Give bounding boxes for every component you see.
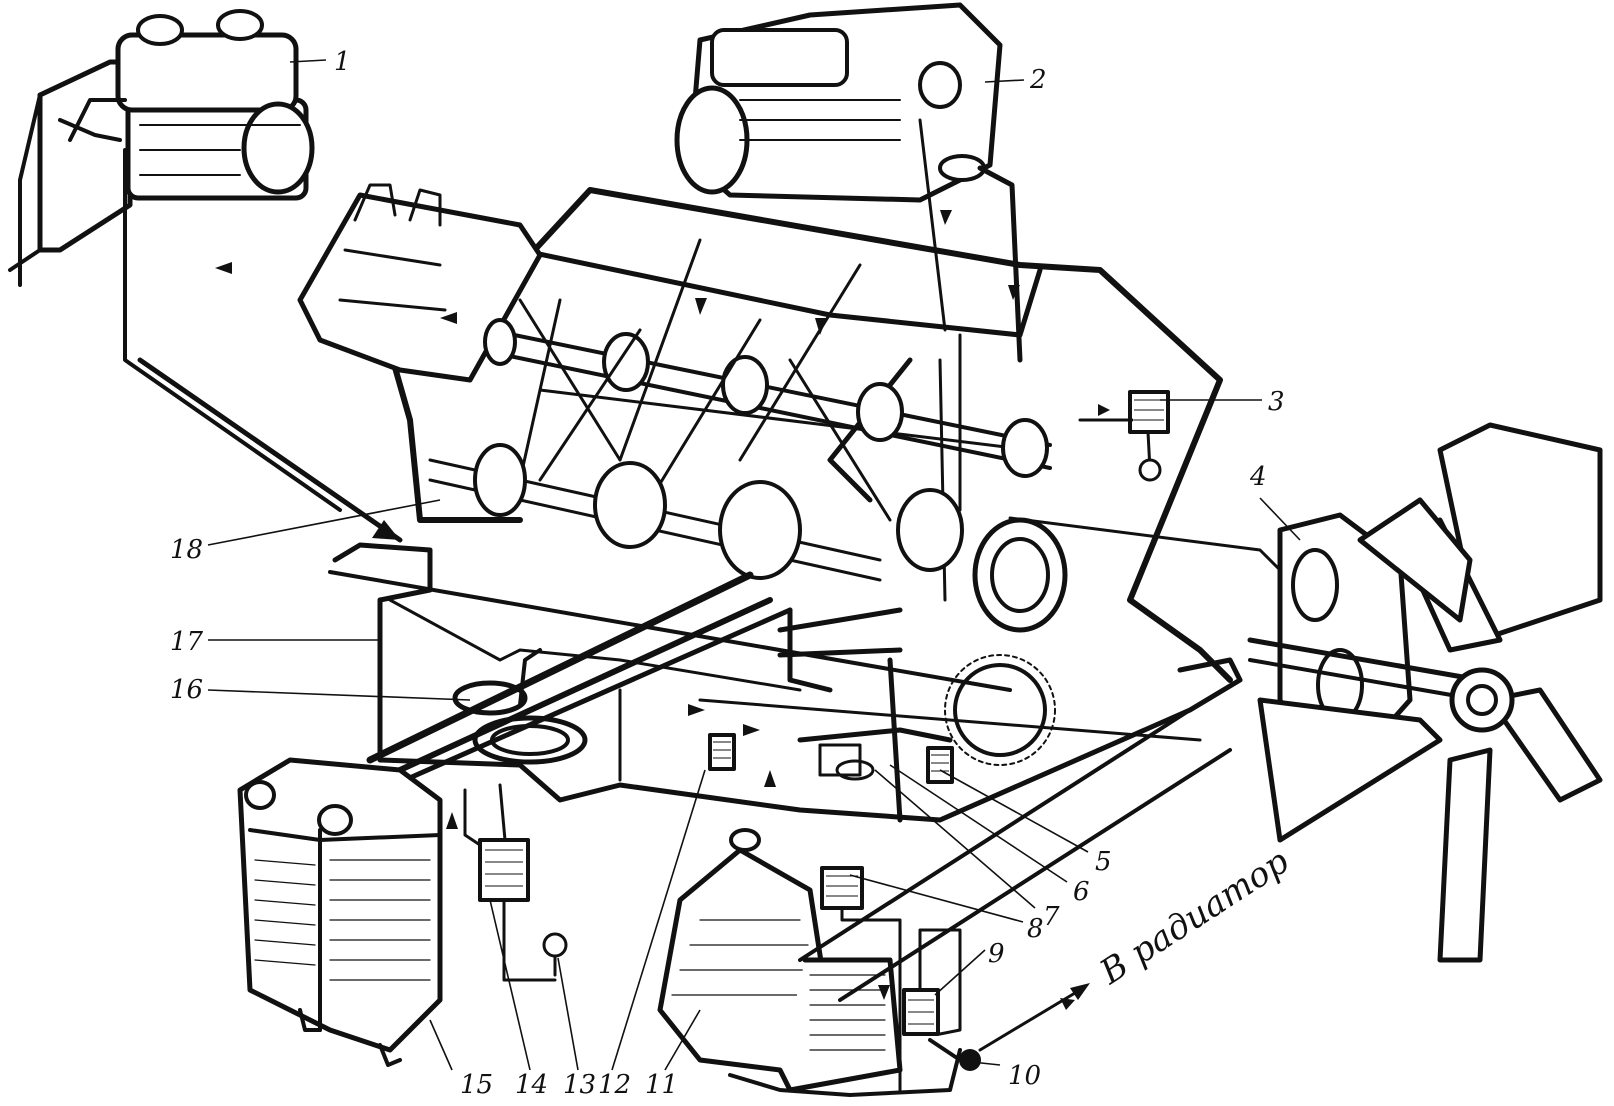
- full-flow-oil-filter: [237, 757, 443, 1067]
- callout-12: 12: [598, 1070, 631, 1100]
- flow-arrows: [215, 210, 1110, 1010]
- callout-15: 15: [460, 1070, 493, 1100]
- centrifugal-oil-filter: [657, 828, 962, 1097]
- pressure-sensor-and-lamp: [463, 783, 568, 982]
- oil-pressure-gauge-sensor: [1078, 390, 1170, 482]
- callout-16: 16: [170, 675, 203, 705]
- callout-18: 18: [170, 535, 203, 565]
- camshaft-assembly: [428, 238, 1068, 633]
- callout-leaders: [207, 59, 1301, 1071]
- oil-delivery-lines: [366, 571, 953, 823]
- callout-13: 13: [563, 1070, 596, 1100]
- sump-pressure-sensors: [708, 733, 954, 784]
- callout-5: 5: [1095, 847, 1112, 877]
- callout-9: 9: [988, 939, 1005, 969]
- top-pump-unit: [674, 2, 1023, 363]
- callout-14: 14: [515, 1070, 548, 1100]
- callout-4: 4: [1249, 462, 1267, 492]
- valve-cover: [297, 183, 543, 383]
- callout-6: 6: [1073, 877, 1090, 907]
- oil-sump: [328, 542, 1243, 823]
- callout-1: 1: [334, 47, 351, 77]
- callout-labels: 1 2 3 4 5 6 7 8 9 10 11 12 13 14 15 16 1…: [170, 47, 1285, 1100]
- callout-17: 17: [170, 627, 204, 657]
- air-compressor: [8, 9, 403, 543]
- callout-2: 2: [1029, 65, 1047, 95]
- callout-7: 7: [1043, 902, 1060, 932]
- callout-11: 11: [645, 1070, 678, 1100]
- callout-3: 3: [1268, 387, 1285, 417]
- to-radiator-label: В радиатор: [1092, 841, 1296, 993]
- callout-10: 10: [1008, 1061, 1041, 1091]
- fan-drive-assembly: [1008, 422, 1603, 963]
- callout-8: 8: [1027, 914, 1044, 944]
